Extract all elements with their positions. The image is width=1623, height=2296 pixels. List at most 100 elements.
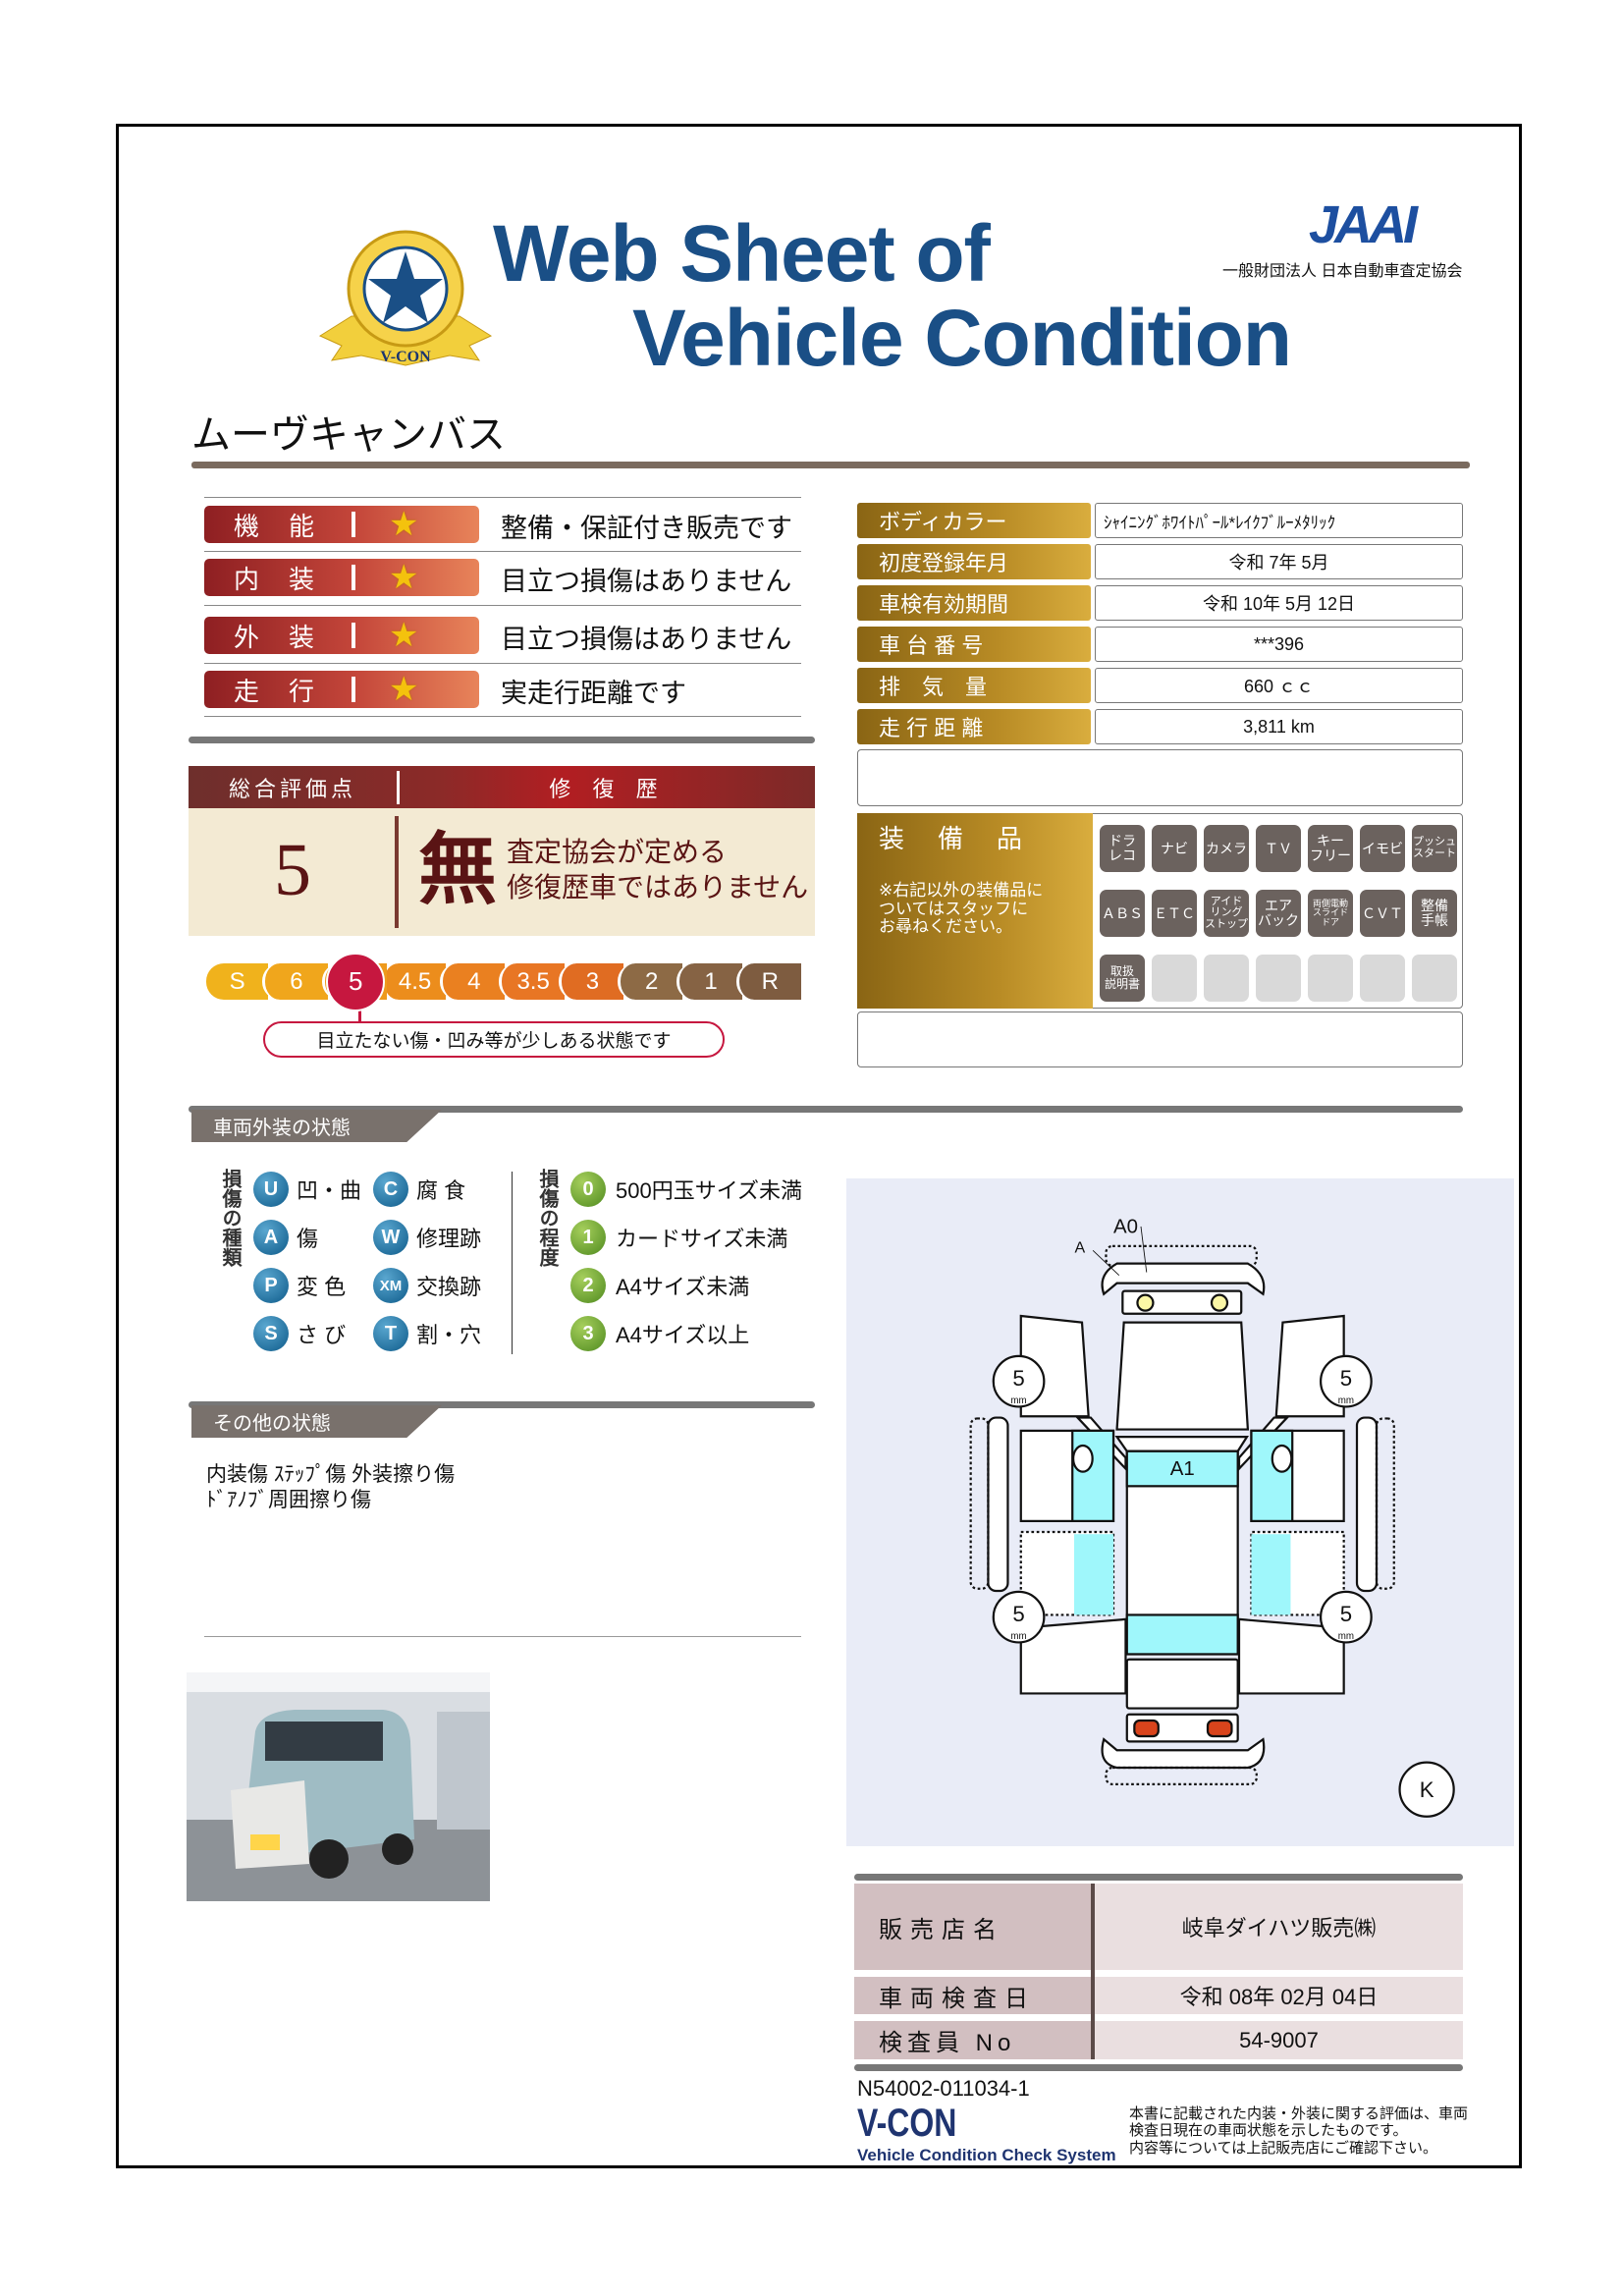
- equipment-grid: ドラ レコ ナビ カメラ ＴＶ キー フリー イモビ プッシュ スタート ＡＢＳ…: [1100, 825, 1461, 1002]
- pointer-line: [358, 1010, 361, 1022]
- repair-history-line1: 査定協会が定める: [507, 837, 728, 867]
- divider: [204, 1636, 801, 1637]
- grade-r: R: [735, 963, 801, 1000]
- title-line1: Web Sheet of: [493, 209, 991, 299]
- rear-quarter-left: [1019, 1617, 1127, 1695]
- shop-name-label: 販売店名: [854, 1884, 1091, 1970]
- vcon-brand: V-CON: [857, 2102, 957, 2145]
- equip-abs: ＡＢＳ: [1100, 890, 1145, 937]
- shop-name: 岐阜ダイハツ販売㈱: [1095, 1884, 1463, 1970]
- divider: [512, 1172, 513, 1354]
- grade-scale: S 6 5 4.5 4 3.5 3 2 1 R: [206, 952, 801, 1011]
- grade-3-5: 3.5: [499, 963, 565, 1000]
- equip-camera: カメラ: [1204, 825, 1249, 872]
- k-mark: K: [1420, 1777, 1434, 1802]
- other-condition-line1: 内装傷 ｽﾃｯﾌﾟ傷 外装擦り傷: [206, 1463, 456, 1486]
- overall-score: 5: [274, 829, 311, 911]
- front-bumper: [1101, 1262, 1266, 1296]
- score-header: 総合評価点 修 復 歴: [189, 766, 815, 808]
- info-label-chassis-number: 車 台 番 号: [857, 627, 1091, 662]
- info-value-first-registration: 令和 7年 5月: [1095, 544, 1463, 579]
- equip-airbag: エア バック: [1256, 890, 1301, 937]
- equip-immobilizer: イモビ: [1360, 825, 1405, 872]
- divider: [204, 497, 801, 498]
- rating-label-driving: 走行★: [204, 671, 479, 708]
- svg-text:mm: mm: [1338, 1631, 1354, 1642]
- equip-idling-stop: アイド リング ストップ: [1204, 890, 1249, 937]
- disclaimer: 本書に記載された内装・外装に関する評価は、車両検査日現在の車両状態を示したもので…: [1129, 2105, 1469, 2157]
- other-section-header: その他の状態: [191, 1405, 442, 1438]
- divider: [854, 1874, 1463, 1881]
- tire-rear-left: [992, 1590, 1046, 1644]
- equipment-note: ※右記以外の装備品に ついてはスタッフに お尋ねください。: [879, 881, 1044, 937]
- info-label-displacement: 排 気 量: [857, 668, 1091, 703]
- grade-s: S: [206, 963, 269, 1000]
- star-icon: ★: [389, 671, 419, 708]
- equip-keyless: キー フリー: [1308, 825, 1353, 872]
- inspector-label: 検査員 No: [854, 2021, 1091, 2059]
- inspection-date-label: 車両検査日: [854, 1977, 1091, 2014]
- equip-cvt: ＣＶＴ: [1360, 890, 1405, 937]
- equip-empty: [1204, 955, 1249, 1002]
- vcon-brand-sub: Vehicle Condition Check System: [857, 2146, 1116, 2164]
- seal-ribbon-text: V-CON: [380, 349, 431, 365]
- divider: [204, 663, 801, 664]
- jaai-org-name: 一般財団法人 日本自動車査定協会: [1222, 263, 1463, 280]
- divider: [1091, 1884, 1095, 2059]
- taillight-left: [1133, 1719, 1160, 1738]
- blank-box: [857, 1011, 1463, 1067]
- rear-bumper: [1101, 1737, 1266, 1770]
- info-label-mileage: 走 行 距 離: [857, 709, 1091, 744]
- repair-history-mark: 無: [418, 828, 497, 914]
- hood: [1115, 1321, 1250, 1431]
- equip-etc: ＥＴＣ: [1152, 890, 1197, 937]
- equipment-label: 装 備 品 ※右記以外の装備品に ついてはスタッフに お尋ねください。: [857, 813, 1093, 1009]
- mark-a0: A0: [1113, 1216, 1138, 1238]
- info-value-inspection-expiry: 令和 10年 5月 12日: [1095, 585, 1463, 621]
- exterior-section-header: 車両外装の状態: [191, 1110, 442, 1142]
- tire-front-left: [992, 1354, 1046, 1408]
- sheet-frame: [116, 124, 1522, 2168]
- headlight-right: [1210, 1293, 1229, 1312]
- divider: [204, 551, 801, 552]
- divider: [854, 2064, 1463, 2071]
- taillight-right: [1206, 1719, 1233, 1738]
- k-mark-circle: [1398, 1761, 1455, 1818]
- equip-empty: [1360, 955, 1405, 1002]
- divider: [191, 462, 1470, 468]
- right-side: [1237, 1314, 1395, 1695]
- roof-rear-damage: [1125, 1613, 1239, 1656]
- rating-text-driving: 実走行距離です: [501, 679, 686, 708]
- rating-text-exterior: 目立つ損傷はありません: [501, 625, 792, 654]
- divider: [204, 605, 801, 606]
- equip-dashcam: ドラ レコ: [1100, 825, 1145, 872]
- grade-5: 5: [326, 952, 386, 1011]
- info-label-inspection-expiry: 車検有効期間: [857, 585, 1091, 621]
- roof-damage-a1: [1125, 1449, 1239, 1488]
- equip-empty: [1412, 955, 1457, 1002]
- front-bumper-outline: [1105, 1244, 1258, 1267]
- side-step-left: [987, 1416, 1009, 1593]
- grade-2: 2: [618, 963, 683, 1000]
- tire-depth: 5: [1340, 1602, 1352, 1626]
- jaai-logo: JAAI: [1309, 195, 1418, 254]
- grade-1: 1: [676, 963, 742, 1000]
- damage-type-label: 損傷の種類: [219, 1169, 241, 1267]
- grade-3: 3: [558, 963, 624, 1000]
- equip-manual: 取扱 説明書: [1100, 955, 1145, 1002]
- star-icon: ★: [389, 617, 419, 654]
- info-value-body-color: ｼｬｲﾆﾝｸﾞﾎﾜｲﾄﾊﾟｰﾙ*ﾚｲｸﾌﾞﾙｰﾒﾀﾘｯｸ: [1095, 503, 1463, 538]
- other-condition-line2: ﾄﾞｱﾉﾌﾞ周囲擦り傷: [206, 1489, 371, 1511]
- info-value-chassis-number: ***396: [1095, 627, 1463, 662]
- grade-description: 目立たない傷・凹み等が少しある状態です: [263, 1021, 725, 1058]
- vehicle-damage-diagram: A0 A A1 5 mm 5 mm 5 mm 5 mm K: [846, 1178, 1514, 1846]
- equip-tv: ＴＶ: [1256, 825, 1301, 872]
- tire-depth: 5: [1012, 1602, 1024, 1626]
- divider: [204, 716, 801, 717]
- windshield: [1114, 1436, 1250, 1452]
- headlight-left: [1136, 1293, 1155, 1312]
- car-name: ムーヴキャンバス: [191, 413, 506, 457]
- grade-6: 6: [262, 963, 328, 1000]
